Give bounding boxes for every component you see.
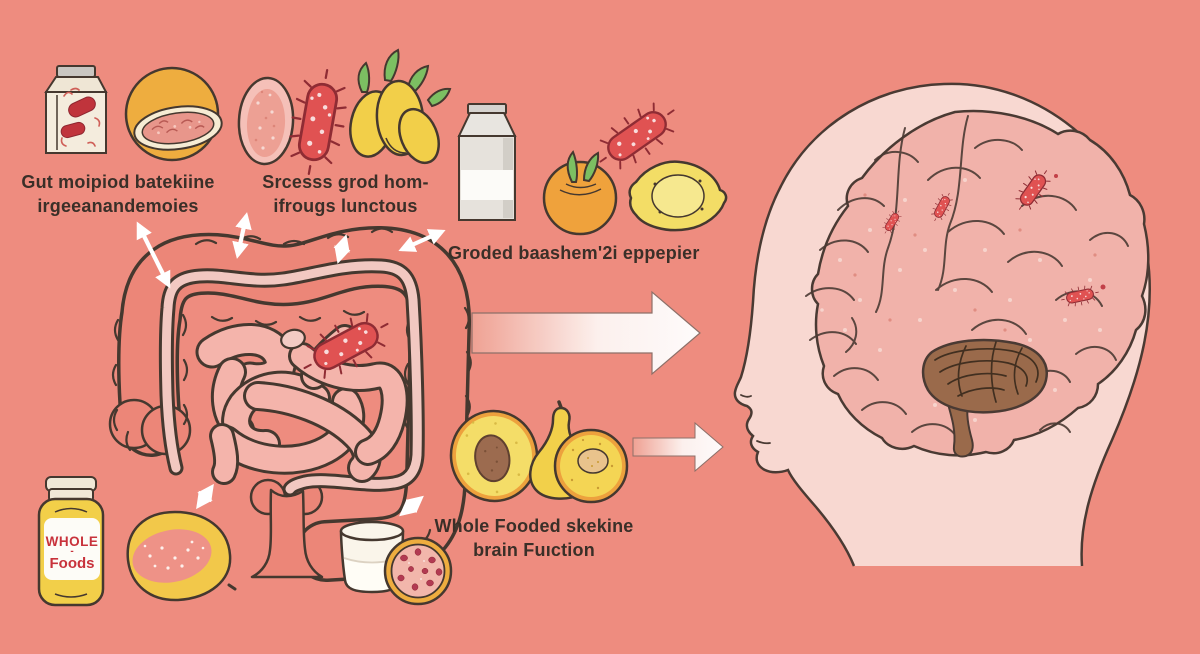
papaya-icon	[126, 510, 237, 602]
guava-icon	[237, 76, 295, 166]
whole-foods-jar-icon: WHOLE - Foods	[37, 476, 105, 607]
dairy-label-line1: Groded baashem'2i eppepier	[448, 243, 700, 263]
gut-label-line2: irgeeanandemoies	[37, 196, 199, 216]
cerebellum	[921, 338, 1048, 458]
brain-gyri	[805, 115, 1129, 437]
peach-half-icon	[553, 428, 629, 504]
flow-arrow-small	[632, 421, 724, 473]
gut-label-line1: Gut moipiod batekiine	[21, 172, 215, 192]
head-illustration	[733, 82, 1152, 567]
halved-fruit-bowl-icon	[124, 66, 223, 162]
brain-bacteria-icons	[879, 163, 1106, 310]
jar-label-line2: Foods	[50, 555, 95, 572]
small-intestine	[195, 323, 409, 485]
brain-label-line2: brain Fuıction	[473, 540, 595, 560]
gut-oval	[280, 328, 306, 350]
flow-arrow-large	[471, 290, 701, 376]
avocado-half-icon	[449, 409, 539, 503]
double-arrow-3	[333, 234, 351, 264]
whole-foods-brain-label: Whole Fooded skekine brain Fuıction	[427, 514, 641, 562]
double-arrow-2	[232, 212, 252, 259]
persimmon-icon	[542, 150, 618, 236]
gut-microbiome-label: Gut moipiod batekiine irgeeanandemoies	[12, 170, 224, 218]
jar-label-dash: -	[70, 546, 73, 557]
berry-cookie-icon	[383, 536, 453, 606]
double-headed-arrows	[136, 212, 446, 517]
jar-label-line1: WHOLE	[46, 534, 99, 549]
stress-label-line2: ifrougs lunctous	[273, 196, 418, 216]
intestine-illustration	[108, 226, 472, 582]
dairy-label: Groded baashem'2i eppepier	[448, 241, 700, 265]
stress-label: Srcesss grod hom- ifrougs lunctous	[243, 170, 448, 218]
milk-carton-with-bacteria-icon	[44, 65, 108, 154]
double-arrow-5	[196, 483, 214, 510]
double-arrow-1	[136, 221, 171, 289]
brain-label-line1: Whole Fooded skekine	[434, 516, 634, 536]
intestine-lumen	[158, 258, 425, 497]
lemon-icon	[628, 160, 728, 232]
nostril-line	[740, 394, 771, 445]
double-arrow-4	[398, 229, 446, 252]
stress-label-line1: Srcesss grod hom-	[262, 172, 429, 192]
yellow-fruit-cluster-icon	[349, 48, 452, 165]
double-arrow-6	[399, 495, 424, 517]
milk-carton-icon	[457, 103, 517, 221]
